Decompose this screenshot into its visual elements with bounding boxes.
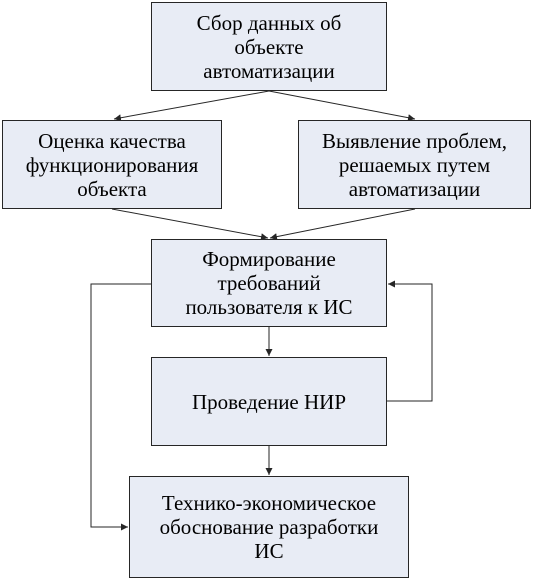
arrow-research-feedback-to-requirements xyxy=(387,280,433,402)
arrow-collect-to-problems xyxy=(268,90,416,122)
node-feasibility-study: Технико-экономическое обоснование разраб… xyxy=(129,476,409,578)
arrow-requirements-to-feasibility xyxy=(90,283,151,531)
node-problem-identification: Выявление проблем, решаемых путем автома… xyxy=(298,120,531,209)
node-data-collection: Сбор данных об объекте автоматизации xyxy=(151,2,387,91)
node-research: Проведение НИР xyxy=(151,357,387,446)
arrow-quality-to-requirements xyxy=(111,208,269,241)
node-user-requirements: Формирование требований пользователя к И… xyxy=(151,239,387,327)
arrow-collect-to-quality xyxy=(113,90,270,122)
node-quality-assessment: Оценка качества функционирования объекта xyxy=(2,120,222,209)
arrow-problems-to-requirements xyxy=(269,208,416,241)
